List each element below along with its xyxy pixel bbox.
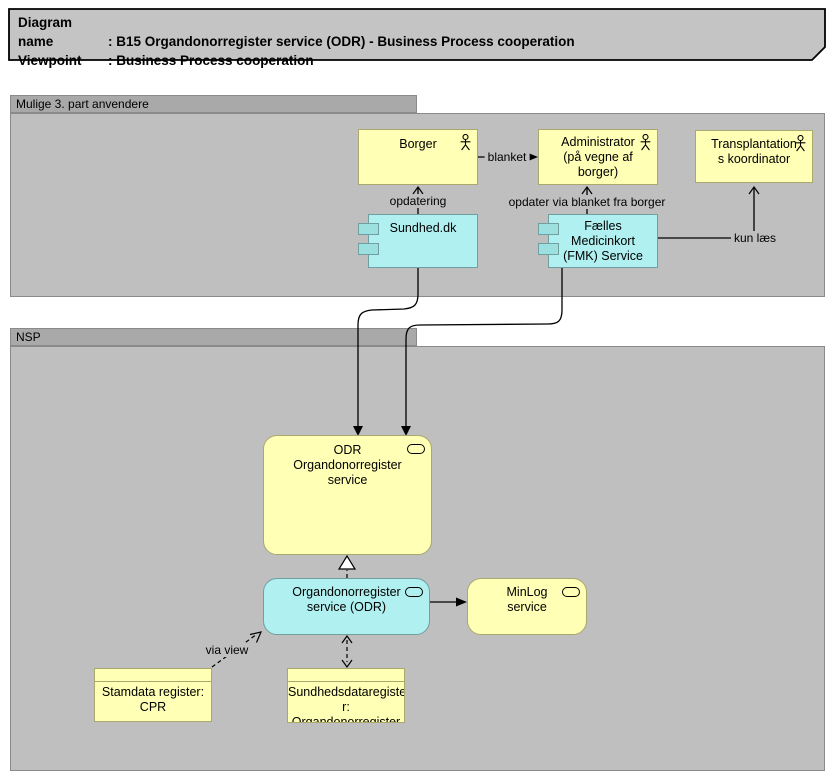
node-stamdata-cpr: Stamdata register: CPR — [94, 668, 212, 722]
node-odr-service: ODR Organdonorregister service — [263, 435, 432, 555]
relation-label-opdater-via-blanket: opdater via blanket fra borger — [505, 195, 669, 209]
node-fmk-service-label: Fælles Medicinkort (FMK) Service — [563, 219, 643, 263]
node-fmk-service: Fælles Medicinkort (FMK) Service — [538, 214, 658, 268]
node-administrator-label: Administrator (på vegne af borger) — [561, 135, 635, 179]
component-icon — [358, 243, 379, 255]
group-nsp-label: NSP — [16, 330, 41, 344]
viewpoint-row: Viewpoint : Business Process cooperation — [18, 51, 575, 70]
component-icon — [358, 223, 379, 235]
actor-icon — [460, 134, 471, 151]
node-sundhed-dk-label: Sundhed.dk — [389, 221, 457, 235]
actor-icon — [640, 134, 651, 151]
data-object-icon — [95, 669, 211, 682]
viewpoint-value: : Business Process cooperation — [108, 53, 314, 68]
node-sundhedsdataregister-label: Sundhedsdataregiste r: Organdonorregiste… — [288, 685, 405, 723]
service-icon — [562, 587, 580, 597]
node-borger-label: Borger — [399, 137, 437, 151]
data-object-icon — [288, 669, 404, 682]
viewpoint-label: Viewpoint — [18, 53, 82, 68]
node-odr-app-service-label: Organdonorregister service (ODR) — [292, 585, 401, 614]
node-minlog-service-label: MinLog service — [506, 585, 548, 614]
service-icon — [407, 444, 425, 454]
component-icon — [538, 243, 559, 255]
node-transplantations-koordinator: Transplantation s koordinator — [695, 130, 813, 183]
relation-label-via-view: via view — [202, 643, 252, 657]
title-note: Diagram name : B15 Organdonorregister ser… — [18, 13, 575, 70]
node-stamdata-cpr-label: Stamdata register: CPR — [101, 685, 205, 714]
node-administrator: Administrator (på vegne af borger) — [538, 129, 658, 185]
group-nsp-tab: NSP — [10, 328, 417, 346]
node-sundhed-dk: Sundhed.dk — [358, 214, 478, 268]
actor-icon — [795, 135, 806, 152]
diagram-name-label: Diagram name — [18, 15, 73, 49]
node-borger: Borger — [358, 129, 478, 185]
group-third-party-label: Mulige 3. part anvendere — [16, 97, 149, 111]
service-icon — [405, 587, 423, 597]
relation-label-blanket: blanket — [484, 150, 530, 164]
group-third-party-tab: Mulige 3. part anvendere — [10, 95, 417, 113]
node-minlog-service: MinLog service — [467, 578, 587, 635]
node-odr-app-service: Organdonorregister service (ODR) — [263, 578, 430, 635]
title-note-shape — [8, 8, 826, 61]
relation-label-opdatering: opdatering — [386, 194, 450, 208]
node-sundhedsdataregister: Sundhedsdataregiste r: Organdonorregiste… — [287, 668, 405, 723]
node-transplantations-koordinator-label: Transplantation s koordinator — [711, 137, 797, 166]
component-icon — [538, 223, 559, 235]
node-odr-service-label: ODR Organdonorregister service — [293, 443, 402, 487]
diagram-name-value: : B15 Organdonorregister service (ODR) -… — [108, 34, 575, 49]
relation-label-kun-laes: kun læs — [730, 231, 780, 245]
diagram-name-row: Diagram name : B15 Organdonorregister ser… — [18, 13, 575, 51]
